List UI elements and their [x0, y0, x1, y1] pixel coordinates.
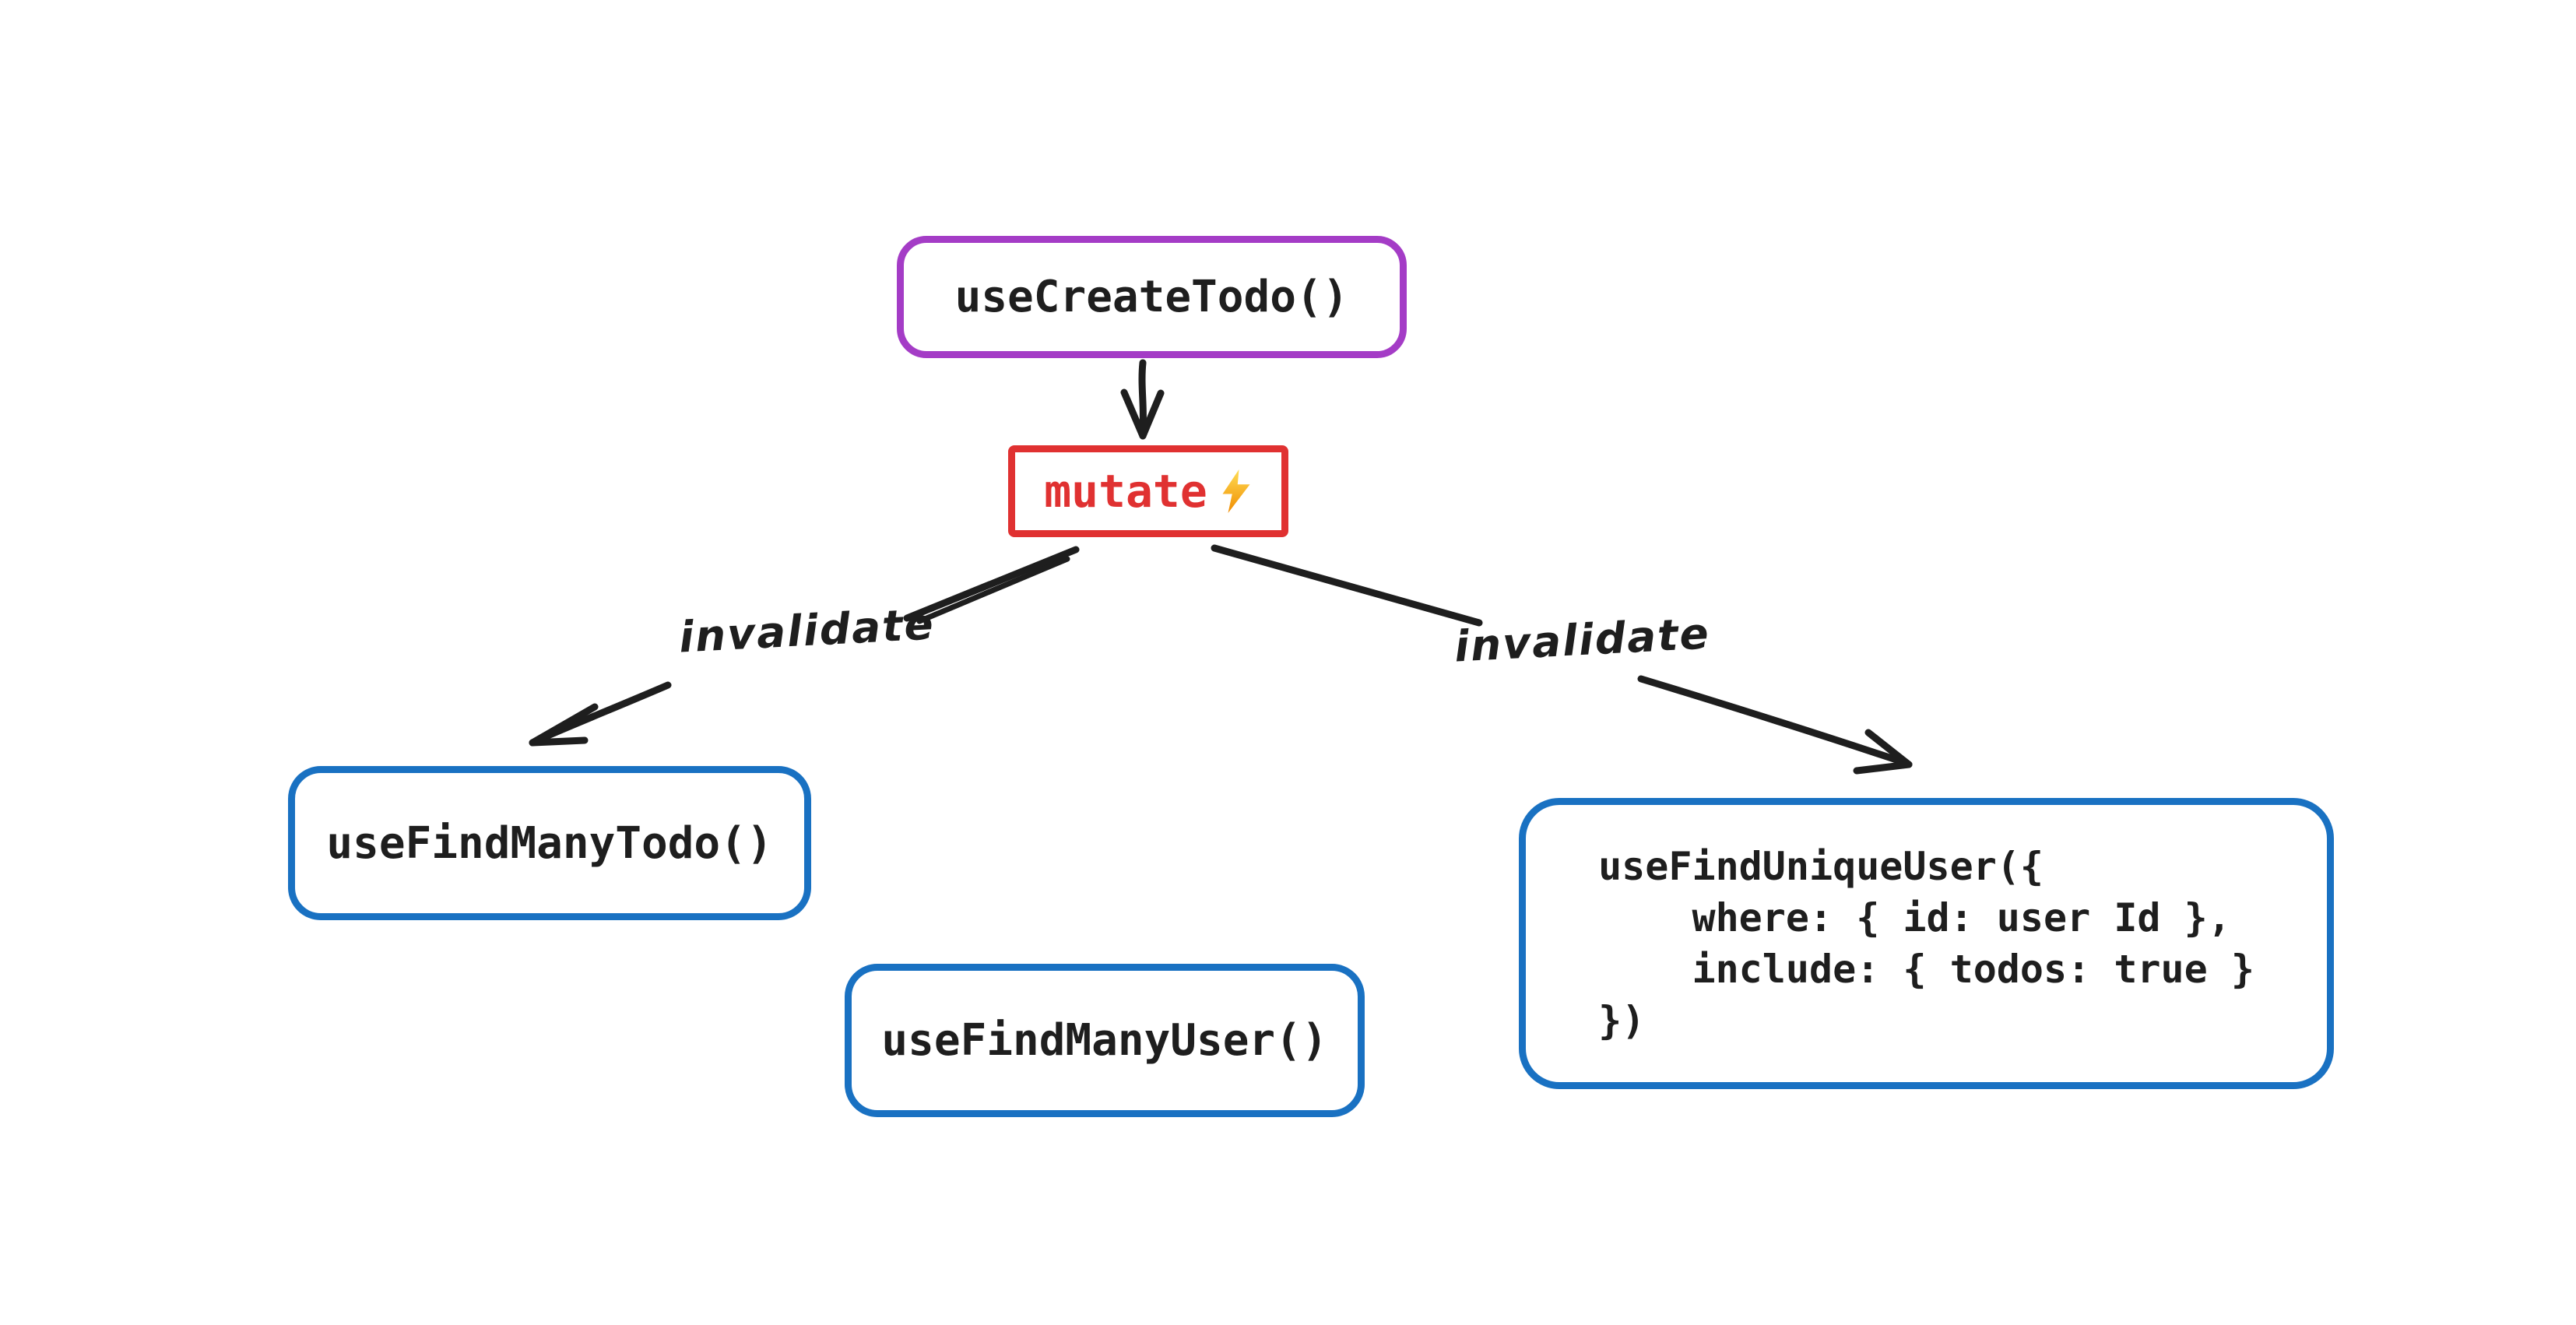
node-use-find-many-todo-label: useFindManyTodo() — [326, 817, 773, 869]
arrow-mutate-to-findmanytodo — [529, 546, 1080, 747]
arrow-create-to-mutate — [1120, 359, 1165, 440]
arrow-mutate-to-finduniqueuser — [1211, 544, 1913, 775]
node-use-create-todo: useCreateTodo() — [897, 236, 1407, 358]
node-use-find-many-todo: useFindManyTodo() — [288, 766, 811, 920]
node-use-find-many-user: useFindManyUser() — [845, 964, 1365, 1117]
node-use-find-many-user-label: useFindManyUser() — [881, 1015, 1328, 1066]
node-use-create-todo-label: useCreateTodo() — [954, 272, 1349, 322]
node-use-find-unique-user-code: useFindUniqueUser({ where: { id: user Id… — [1598, 844, 2254, 1043]
node-mutate: mutate — [1008, 445, 1288, 537]
node-mutate-label: mutate — [1044, 465, 1207, 518]
node-use-find-unique-user: useFindUniqueUser({ where: { id: user Id… — [1519, 798, 2334, 1089]
lightning-bolt-icon — [1222, 469, 1250, 513]
